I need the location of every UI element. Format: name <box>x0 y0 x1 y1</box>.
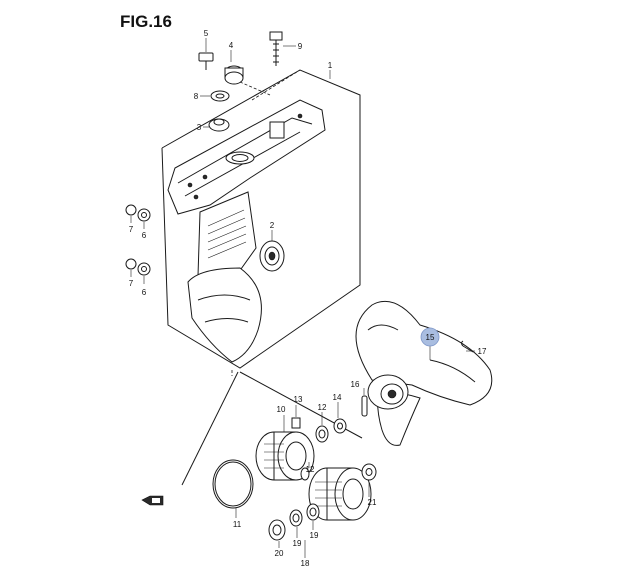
part-8-washer <box>200 90 230 102</box>
part-3-seal <box>203 118 230 132</box>
propeller <box>355 300 493 446</box>
callout-label-13: 13 <box>294 395 303 404</box>
front-direction-icon <box>141 495 164 506</box>
gearcase-box-outline <box>161 69 361 369</box>
callout-label-20: 20 <box>275 549 284 558</box>
callout-label-21: 21 <box>368 498 377 507</box>
callout-label-14: 14 <box>333 393 342 402</box>
part-19-seal-left <box>289 509 303 538</box>
callout-label-19-left: 19 <box>293 539 302 548</box>
part-19-seal-right <box>306 503 320 530</box>
callout-label-16: 16 <box>351 380 360 389</box>
callout-label-5: 5 <box>204 29 209 38</box>
callout-label-7-upper: 7 <box>129 225 134 234</box>
callout-label-15: 15 <box>426 333 435 342</box>
figure-title: FIG.16 <box>120 12 172 31</box>
bearing-part-2 <box>259 230 285 272</box>
callout-label-6-upper: 6 <box>142 231 147 240</box>
part-21-washer <box>361 463 377 497</box>
assembly-line-left <box>181 371 239 486</box>
part-6-washer-lower <box>137 262 151 284</box>
part-16-pin <box>361 388 368 417</box>
callout-label-18: 18 <box>301 559 310 568</box>
part-12-seal-lower <box>300 462 310 481</box>
callout-label-7-lower: 7 <box>129 279 134 288</box>
callout-label-6-lower: 6 <box>142 288 147 297</box>
callout-label-2: 2 <box>270 221 275 230</box>
part-20-bearing <box>268 519 286 548</box>
part-17-cotter-pin <box>461 340 475 353</box>
part-7-screw-lower <box>125 258 137 277</box>
callout-label-17: 17 <box>478 347 487 356</box>
part-12-seal-upper <box>315 412 329 443</box>
part-9-bolt <box>269 31 296 66</box>
callout-label-3: 3 <box>197 123 202 132</box>
part-13-screw <box>291 405 301 429</box>
part-11-o-ring <box>212 459 254 518</box>
part-10-bearing-housing <box>255 415 315 481</box>
callout-label-1: 1 <box>328 61 333 70</box>
callout-label-12-upper: 12 <box>318 403 327 412</box>
callout-label-11: 11 <box>233 520 242 529</box>
highlight-bubble-15 <box>420 327 440 347</box>
part-6-washer-upper <box>137 208 151 229</box>
part-14-washer <box>333 402 347 434</box>
callout-label-10: 10 <box>277 405 286 414</box>
part-7-screw-upper <box>125 204 137 223</box>
dashed-assembly-line <box>239 81 271 96</box>
part-5-screw <box>198 38 214 70</box>
callout-label-8: 8 <box>194 92 199 101</box>
gearcase-housing <box>167 99 326 363</box>
callout-label-12-lower: 12 <box>306 465 315 474</box>
callout-label-9: 9 <box>298 42 303 51</box>
part-4-plug <box>224 50 244 85</box>
callout-label-19-right: 19 <box>310 531 319 540</box>
callout-label-4: 4 <box>229 41 234 50</box>
